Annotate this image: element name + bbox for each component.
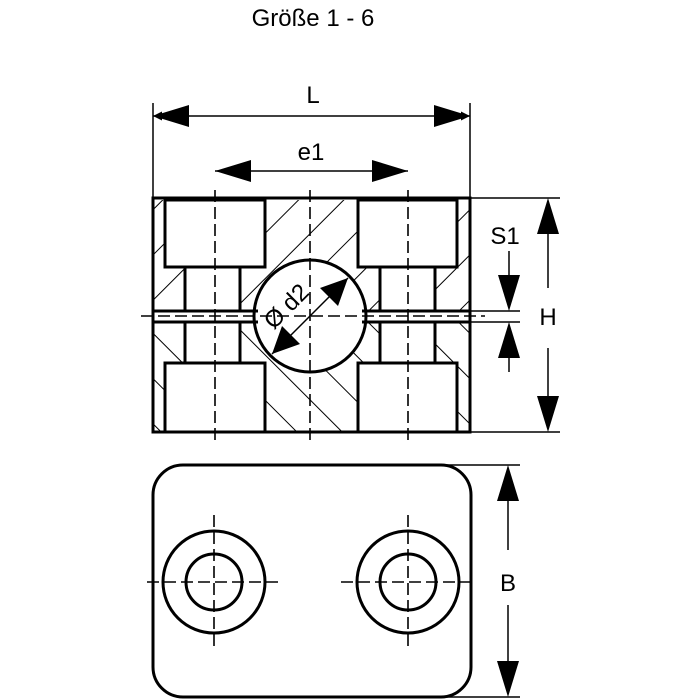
dimension-b: B	[440, 464, 520, 698]
label-l: L	[306, 82, 319, 109]
top-view	[147, 463, 476, 699]
title: Größe 1 - 6	[252, 5, 375, 32]
label-h: H	[539, 304, 556, 331]
dimension-l: L	[152, 82, 471, 198]
dimension-s1-h: S1 H	[470, 197, 560, 433]
label-e1: e1	[298, 139, 325, 166]
label-b: B	[500, 570, 516, 597]
section-view: Ø d2	[140, 190, 500, 440]
dimension-e1: e1	[215, 139, 408, 182]
label-s1: S1	[490, 223, 519, 250]
